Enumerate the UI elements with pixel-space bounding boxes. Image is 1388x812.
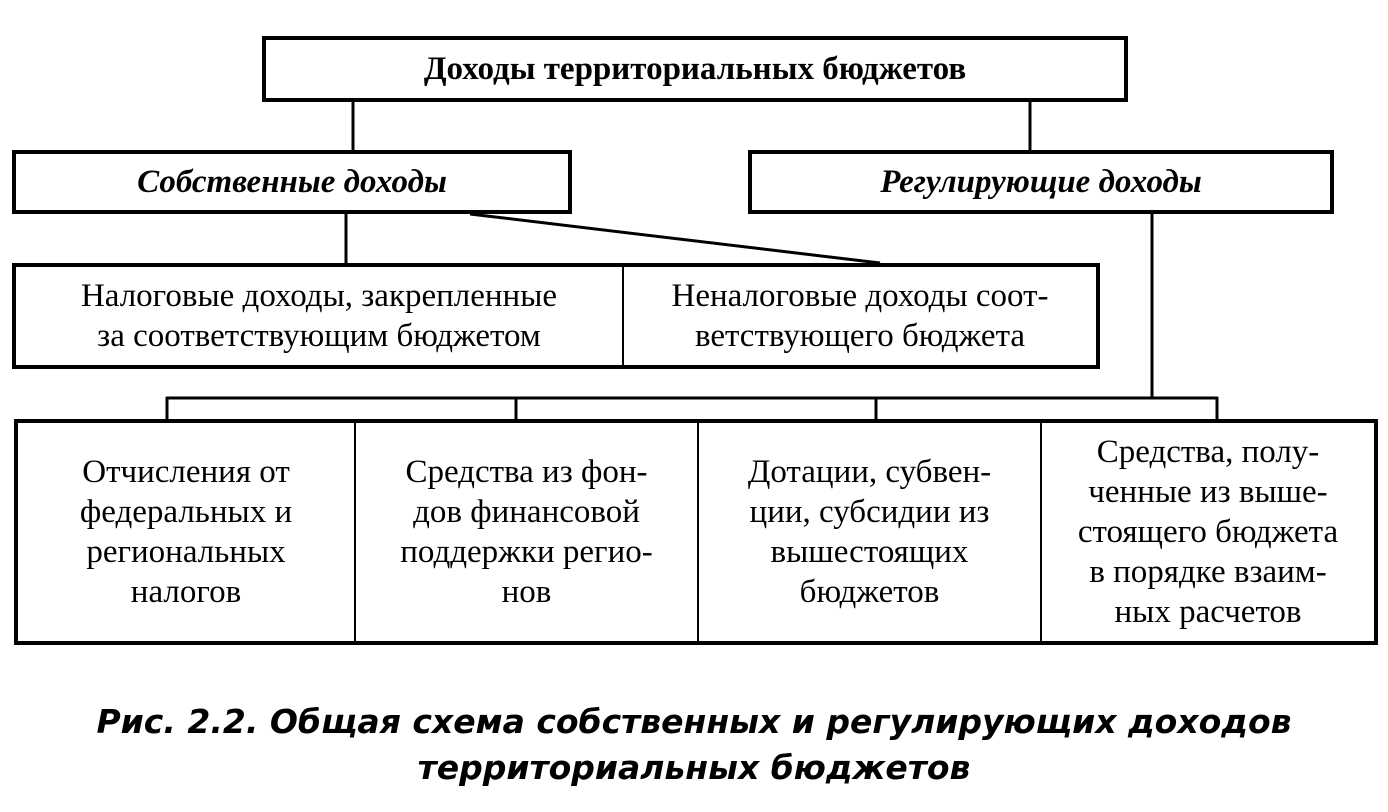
node-mutual-settlements-line: в порядке взаим- [1089, 554, 1327, 590]
node-mutual-settlements-line: ных расчетов [1114, 594, 1302, 630]
node-nontax-income: Неналоговые доходы соот- ветствующего бю… [622, 263, 1100, 369]
node-own-income-label: Собственные доходы [137, 163, 447, 200]
node-tax-income: Налоговые доходы, закрепленные за соотве… [12, 263, 624, 369]
node-tax-deductions-line: налогов [130, 574, 242, 610]
node-support-funds-line: Средства из фон- [405, 454, 648, 490]
node-nontax-income-line: ветствующего бюджета [694, 318, 1026, 354]
node-tax-deductions-line: региональных [86, 534, 286, 570]
connector-own-nontax [469, 212, 881, 265]
node-tax-income-line: за соответствующим бюджетом [97, 318, 541, 354]
node-title-label: Доходы территориальных бюджетов [423, 50, 967, 87]
node-tax-deductions: Отчисления от федеральных и региональных… [14, 419, 356, 645]
node-regulating-income-label: Регулирующие доходы [880, 163, 1202, 200]
node-mutual-settlements-line: стоящего бюджета [1077, 514, 1339, 550]
node-grants-subsidies-line: вышестоящих [770, 534, 969, 570]
node-mutual-settlements-line: Средства, полу- [1096, 434, 1320, 470]
node-grants-subsidies-line: Дотации, субвен- [747, 454, 992, 490]
node-mutual-settlements-line: ченные из выше- [1088, 474, 1328, 510]
node-grants-subsidies-line: бюджетов [799, 574, 940, 610]
node-tax-income-line: Налоговые доходы, закрепленные [80, 278, 558, 314]
node-mutual-settlements: Средства, полу- ченные из выше- стоящего… [1040, 419, 1378, 645]
node-support-funds-line: поддержки регио- [400, 534, 653, 570]
node-own-income: Собственные доходы [12, 150, 572, 214]
node-tax-deductions-line: федеральных и [79, 494, 293, 530]
node-grants-subsidies-line: ции, субсидии из [749, 494, 990, 530]
node-title: Доходы территориальных бюджетов [262, 36, 1128, 102]
node-tax-deductions-line: Отчисления от [82, 454, 290, 490]
node-nontax-income-line: Неналоговые доходы соот- [671, 278, 1049, 314]
node-support-funds-line: дов финансовой [413, 494, 640, 530]
node-regulating-income: Регулирующие доходы [748, 150, 1334, 214]
figure-caption-line-1: Рис. 2.2. Общая схема собственных и регу… [96, 702, 1292, 741]
figure-caption-line-2: территориальных бюджетов [417, 748, 971, 787]
node-support-funds: Средства из фон- дов финансовой поддержк… [354, 419, 699, 645]
node-grants-subsidies: Дотации, субвен- ции, субсидии из вышест… [697, 419, 1042, 645]
node-support-funds-line: нов [501, 574, 552, 610]
